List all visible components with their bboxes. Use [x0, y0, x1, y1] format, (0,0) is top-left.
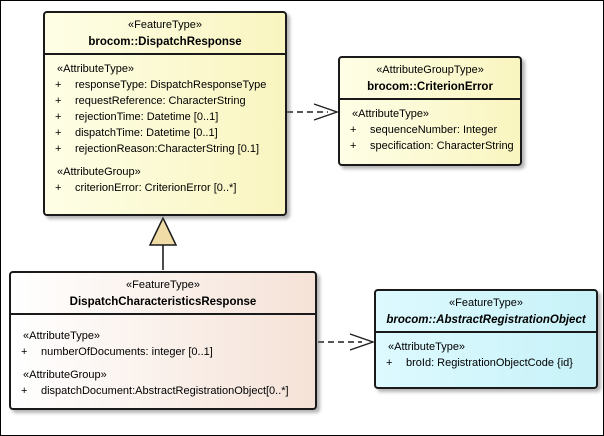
stereotype-label: «FeatureType» [128, 19, 202, 31]
attribute-group-label: «AttributeGroup» [23, 369, 107, 381]
visibility-symbol: + [55, 95, 62, 107]
class-header: «FeatureType» brocom::DispatchResponse [45, 13, 285, 55]
attribute-text: responseType: DispatchResponseType [75, 79, 267, 91]
visibility-symbol: + [386, 357, 393, 369]
attribute-text: numberOfDocuments: integer [0..1] [41, 346, 213, 358]
attribute-row: + rejectionTime: Datetime [0..1] [49, 109, 281, 125]
class-box-abstract-registration-object[interactable]: «FeatureType» brocom::AbstractRegistrati… [374, 289, 598, 389]
attribute-group-label: «AttributeGroup» [57, 166, 141, 178]
dependency-arrow-abstract-registration-object[interactable] [318, 333, 376, 351]
class-attribute-compartment: «AttributeType» + numberOfDocuments: int… [11, 315, 315, 403]
attribute-group-label: «AttributeType» [388, 341, 466, 353]
attribute-row: + dispatchTime: Datetime [0..1] [49, 125, 281, 141]
generalization-arrow[interactable] [148, 216, 178, 270]
attribute-text: requestReference: CharacterString [75, 95, 246, 107]
class-header: «FeatureType» DispatchCharacteristicsRes… [11, 273, 315, 315]
class-box-dispatch-response[interactable]: «FeatureType» brocom::DispatchResponse «… [43, 11, 287, 216]
attribute-row: + specification: CharacterString [344, 138, 516, 154]
visibility-symbol: + [350, 140, 357, 152]
class-box-criterion-error[interactable]: «AttributeGroupType» brocom::CriterionEr… [338, 56, 522, 166]
attribute-row: + requestReference: CharacterString [49, 93, 281, 109]
class-attribute-compartment: «AttributeType» + responseType: Dispatch… [45, 55, 285, 200]
stereotype-label: «FeatureType» [449, 297, 523, 309]
attribute-group-label: «AttributeType» [23, 330, 101, 342]
class-box-dispatch-characteristics-response[interactable]: «FeatureType» DispatchCharacteristicsRes… [9, 271, 317, 410]
attribute-row: + rejectionReason:CharacterString [0.1] [49, 141, 281, 157]
class-header: «AttributeGroupType» brocom::CriterionEr… [340, 58, 520, 100]
class-header: «FeatureType» brocom::AbstractRegistrati… [376, 291, 596, 333]
visibility-symbol: + [55, 79, 62, 91]
attribute-group-label: «AttributeType» [352, 108, 430, 120]
visibility-symbol: + [55, 111, 62, 123]
attribute-text: dispatchDocument:AbstractRegistrationObj… [41, 385, 289, 397]
attribute-text: rejectionTime: Datetime [0..1] [75, 111, 219, 123]
attribute-row: + dispatchDocument:AbstractRegistrationO… [15, 383, 311, 399]
attribute-text: sequenceNumber: Integer [370, 124, 498, 136]
class-attribute-compartment: «AttributeType» + sequenceNumber: Intege… [340, 100, 520, 158]
attribute-row: + numberOfDocuments: integer [0..1] [15, 344, 311, 360]
visibility-symbol: + [21, 385, 28, 397]
attribute-row: + responseType: DispatchResponseType [49, 77, 281, 93]
attribute-group-label: «AttributeType» [57, 63, 135, 75]
class-name: brocom::DispatchResponse [88, 36, 242, 48]
attribute-row: + broId: RegistrationObjectCode {id} [380, 355, 592, 371]
visibility-symbol: + [55, 182, 62, 194]
attribute-text: broId: RegistrationObjectCode {id} [406, 357, 573, 369]
visibility-symbol: + [55, 143, 62, 155]
class-attribute-compartment: «AttributeType» + broId: RegistrationObj… [376, 333, 596, 375]
class-name: brocom::AbstractRegistrationObject [386, 314, 586, 326]
dependency-arrow-criterion-error[interactable] [287, 103, 340, 121]
attribute-row: + criterionError: CriterionError [0..*] [49, 180, 281, 196]
visibility-symbol: + [21, 346, 28, 358]
class-name: brocom::CriterionError [367, 81, 493, 93]
stereotype-label: «FeatureType» [126, 279, 200, 291]
visibility-symbol: + [350, 124, 357, 136]
attribute-text: dispatchTime: Datetime [0..1] [75, 127, 218, 139]
visibility-symbol: + [55, 127, 62, 139]
attribute-text: rejectionReason:CharacterString [0.1] [75, 143, 260, 155]
class-name: DispatchCharacteristicsResponse [69, 296, 257, 308]
attribute-text: criterionError: CriterionError [0..*] [75, 182, 237, 194]
attribute-text: specification: CharacterString [370, 140, 514, 152]
attribute-row: + sequenceNumber: Integer [344, 122, 516, 138]
stereotype-label: «AttributeGroupType» [376, 64, 484, 76]
